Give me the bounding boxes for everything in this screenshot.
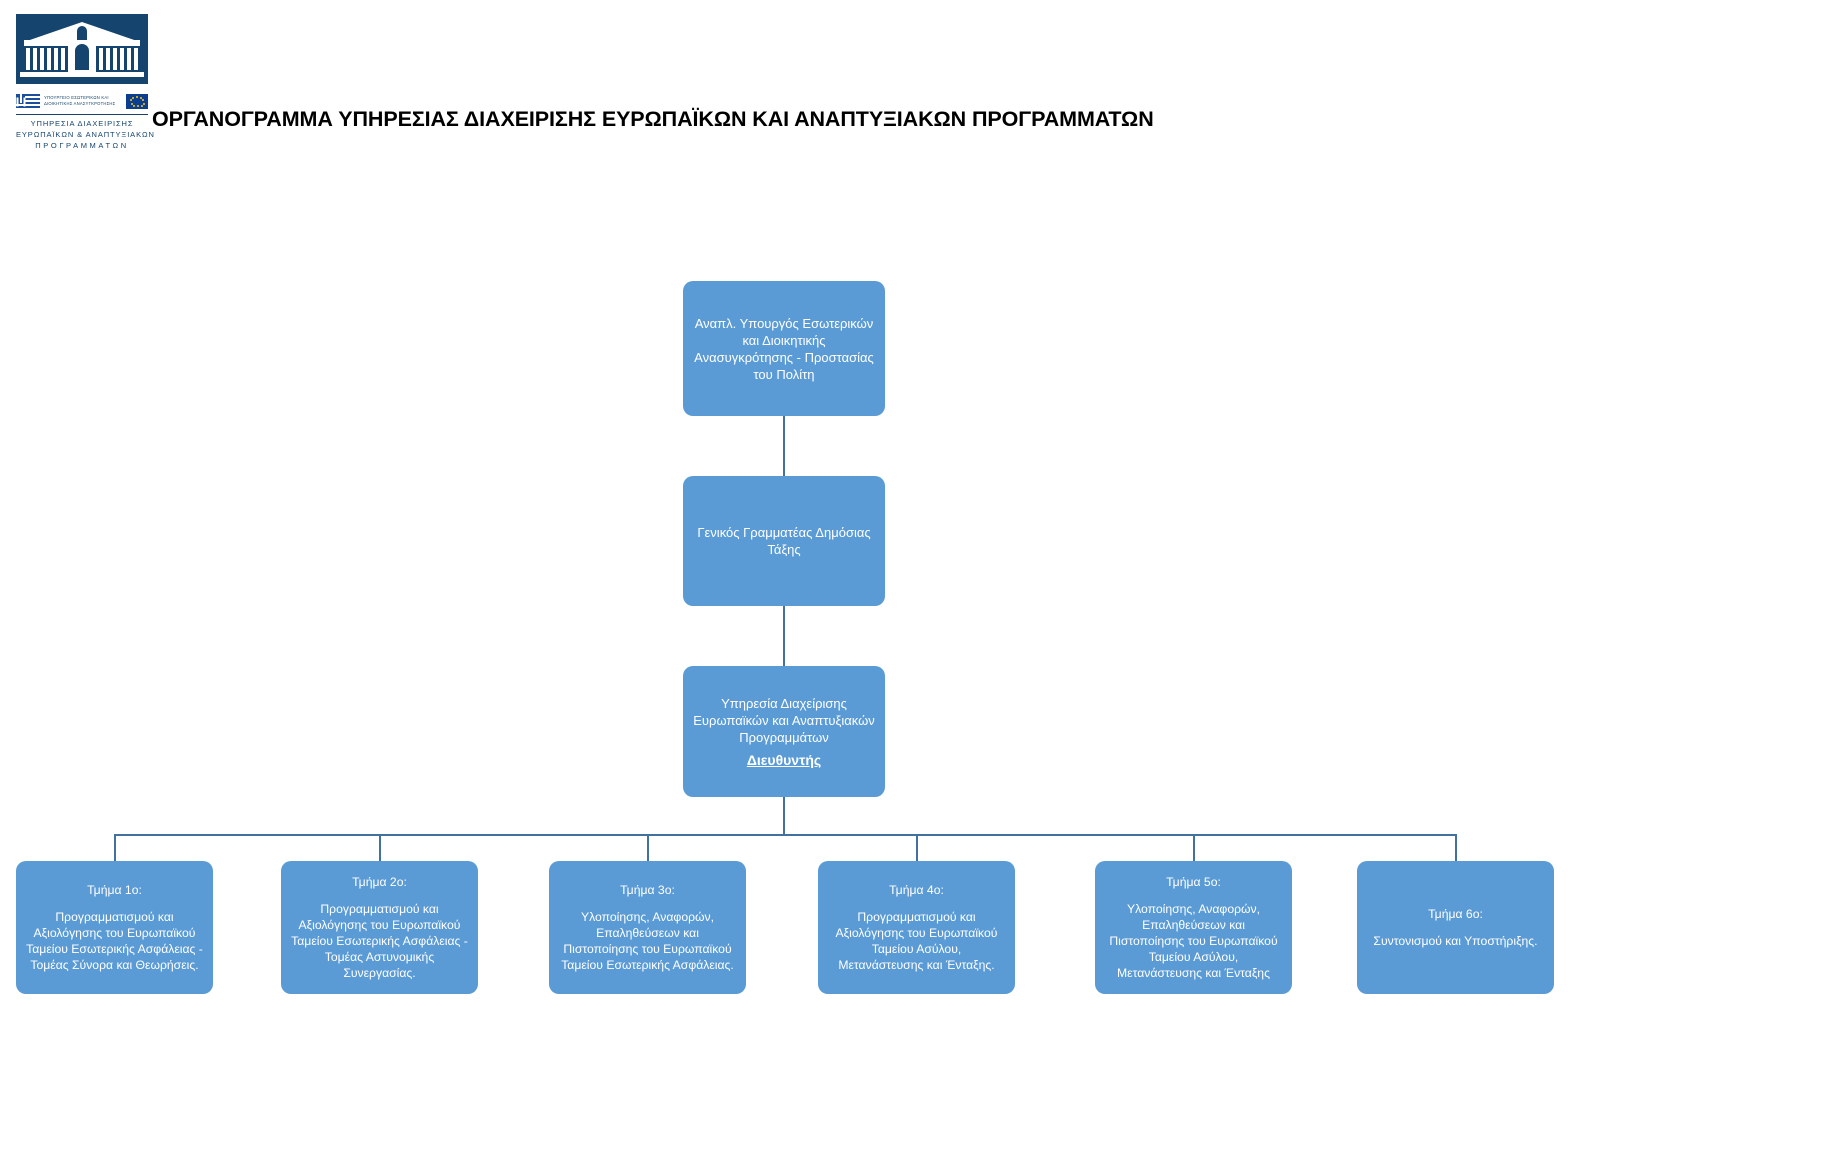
node-department-6[interactable]: Τμήμα 6ο: Συντονισμού και Υποστήριξης. (1357, 861, 1554, 994)
node-department-3-label: Υλοποίησης, Αναφορών, Επαληθεύσεων και Π… (561, 910, 734, 972)
connector-drop-dept-3 (647, 834, 649, 861)
node-department-2[interactable]: Τμήμα 2ο: Προγραμματισμού και Αξιολόγηση… (281, 861, 478, 994)
agency-name: ΥΠΗΡΕΣΙΑ ΔΙΑΧΕΙΡΙΣΗΣ ΕΥΡΩΠΑΪΚΩΝ & ΑΝΑΠΤΥ… (16, 118, 155, 151)
node-deputy-minister-label: Αναπλ. Υπουργός Εσωτερικών και Διοικητικ… (694, 315, 874, 382)
node-management-service-label: Υπηρεσία Διαχείρισης Ευρωπαϊκών και Αναπ… (693, 695, 875, 745)
node-department-5-heading: Τμήμα 5ο: (1166, 875, 1221, 889)
organization-logo: ΥΠΟΥΡΓΕΙΟ ΕΣΩΤΕΡΙΚΩΝ ΚΑΙ ΔΙΟΙΚΗΤΙΚΗΣ ΑΝΑ… (16, 14, 155, 151)
connector-drop-dept-4 (916, 834, 918, 861)
connector-service-to-bus (783, 797, 785, 834)
node-department-5[interactable]: Τμήμα 5ο: Υλοποίησης, Αναφορών, Επαληθεύ… (1095, 861, 1292, 994)
ministry-line-2: ΔΙΟΙΚΗΤΙΚΗΣ ΑΝΑΣΥΓΚΡΟΤΗΣΗΣ (44, 101, 116, 106)
connector-drop-dept-1 (114, 834, 116, 861)
connector-drop-dept-2 (379, 834, 381, 861)
eu-flag-icon (126, 93, 148, 109)
logo-divider (16, 114, 148, 115)
node-department-4[interactable]: Τμήμα 4ο: Προγραμματισμού και Αξιολόγηση… (818, 861, 1015, 994)
node-department-1-label: Προγραμματισμού και Αξιολόγησης του Ευρω… (26, 910, 203, 972)
node-department-4-label: Προγραμματισμού και Αξιολόγησης του Ευρω… (835, 910, 998, 972)
node-department-5-label: Υλοποίησης, Αναφορών, Επαληθεύσεων και Π… (1109, 902, 1278, 980)
connector-drop-dept-5 (1193, 834, 1195, 861)
ministry-name: ΥΠΟΥΡΓΕΙΟ ΕΣΩΤΕΡΙΚΩΝ ΚΑΙ ΔΙΟΙΚΗΤΙΚΗΣ ΑΝΑ… (44, 95, 122, 107)
greek-flag-icon (16, 93, 40, 109)
node-department-2-heading: Τμήμα 2ο: (352, 875, 407, 889)
node-department-3-heading: Τμήμα 3ο: (620, 883, 675, 897)
node-general-secretary[interactable]: Γενικός Γραμματέας Δημόσιας Τάξης (683, 476, 885, 606)
neoclassical-building-icon (16, 14, 148, 84)
agency-line-1: ΥΠΗΡΕΣΙΑ ΔΙΑΧΕΙΡΙΣΗΣ (30, 119, 134, 128)
node-deputy-minister[interactable]: Αναπλ. Υπουργός Εσωτερικών και Διοικητικ… (683, 281, 885, 416)
node-general-secretary-label: Γενικός Γραμματέας Δημόσιας Τάξης (697, 525, 871, 557)
node-management-service-role: Διευθυντής (746, 751, 822, 768)
node-department-1[interactable]: Τμήμα 1ο: Προγραμματισμού και Αξιολόγηση… (16, 861, 213, 994)
connector-drop-dept-6 (1455, 834, 1457, 861)
node-department-6-heading: Τμήμα 6ο: (1428, 907, 1483, 921)
connector-minister-to-secretary (783, 416, 785, 476)
agency-line-3: ΠΡΟΓΡΑΜΜΑΤΩΝ (35, 141, 129, 150)
node-department-4-heading: Τμήμα 4ο: (889, 883, 944, 897)
page-header: ΥΠΟΥΡΓΕΙΟ ΕΣΩΤΕΡΙΚΩΝ ΚΑΙ ΔΙΟΙΚΗΤΙΚΗΣ ΑΝΑ… (0, 0, 1827, 160)
node-department-1-heading: Τμήμα 1ο: (87, 883, 142, 897)
connector-horizontal-bus (114, 834, 1456, 836)
connector-secretary-to-service (783, 606, 785, 666)
agency-line-2: ΕΥΡΩΠΑΪΚΩΝ & ΑΝΑΠΤΥΞΙΑΚΩΝ (16, 130, 155, 139)
page-title: ΟΡΓΑΝΟΓΡΑΜΜΑ ΥΠΗΡΕΣΙΑΣ ΔΙΑΧΕΙΡΙΣΗΣ ΕΥΡΩΠ… (152, 107, 1154, 131)
node-management-service[interactable]: Υπηρεσία Διαχείρισης Ευρωπαϊκών και Αναπ… (683, 666, 885, 797)
ministry-line-1: ΥΠΟΥΡΓΕΙΟ ΕΣΩΤΕΡΙΚΩΝ ΚΑΙ (44, 95, 109, 100)
logo-flags-row: ΥΠΟΥΡΓΕΙΟ ΕΣΩΤΕΡΙΚΩΝ ΚΑΙ ΔΙΟΙΚΗΤΙΚΗΣ ΑΝΑ… (16, 90, 148, 112)
node-department-3[interactable]: Τμήμα 3ο: Υλοποίησης, Αναφορών, Επαληθεύ… (549, 861, 746, 994)
node-department-2-label: Προγραμματισμού και Αξιολόγησης του Ευρω… (291, 902, 468, 980)
node-department-6-label: Συντονισμού και Υποστήριξης. (1373, 934, 1538, 948)
